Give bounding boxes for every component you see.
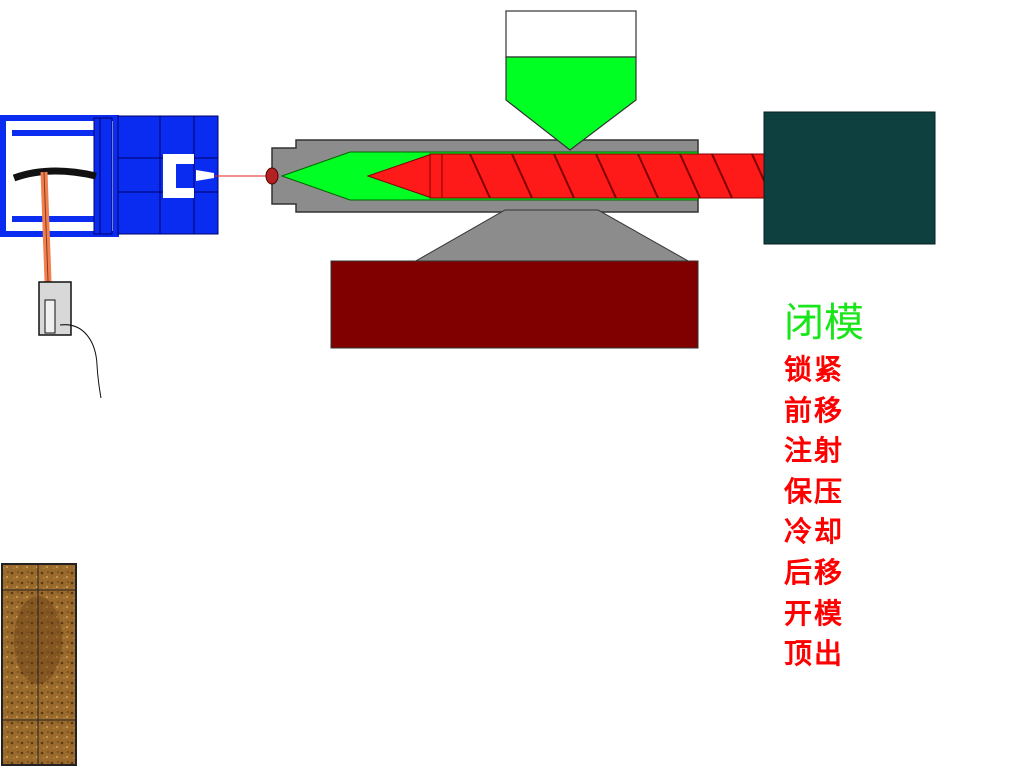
process-step: 注射 [784, 434, 845, 468]
platen-column [93, 117, 113, 235]
process-step: 顶出 [784, 637, 845, 671]
ejected-part [1, 563, 77, 766]
process-step: 保压 [784, 474, 845, 508]
hopper [505, 10, 637, 151]
process-step: 锁紧 [784, 353, 845, 386]
injection-unit [265, 139, 777, 213]
screw-body [429, 153, 777, 199]
hopper-material [505, 56, 637, 151]
process-step: 前移 [784, 393, 845, 427]
tie-bar-top [12, 130, 98, 136]
tie-bar-bottom [12, 216, 98, 222]
hose-line [59, 324, 102, 399]
hopper-top [505, 10, 637, 58]
sprue-channel [196, 170, 214, 181]
process-step-list: 闭模锁紧前移注射保压冷却后移开模顶出 [784, 296, 884, 675]
clamping-unit [0, 115, 219, 399]
machine-base [330, 260, 699, 349]
cylinder-piston [44, 299, 56, 334]
process-step: 冷却 [784, 515, 845, 549]
process-step: 开模 [784, 596, 845, 630]
mold-cavity [163, 154, 194, 198]
screw-flights [469, 153, 773, 199]
process-step: 后移 [784, 555, 845, 589]
toggle-linkage [12, 167, 97, 182]
nozzle-tip [265, 167, 279, 185]
barrel-support [412, 209, 692, 263]
process-step: 闭模 [784, 300, 864, 346]
drive-motor [763, 111, 936, 245]
